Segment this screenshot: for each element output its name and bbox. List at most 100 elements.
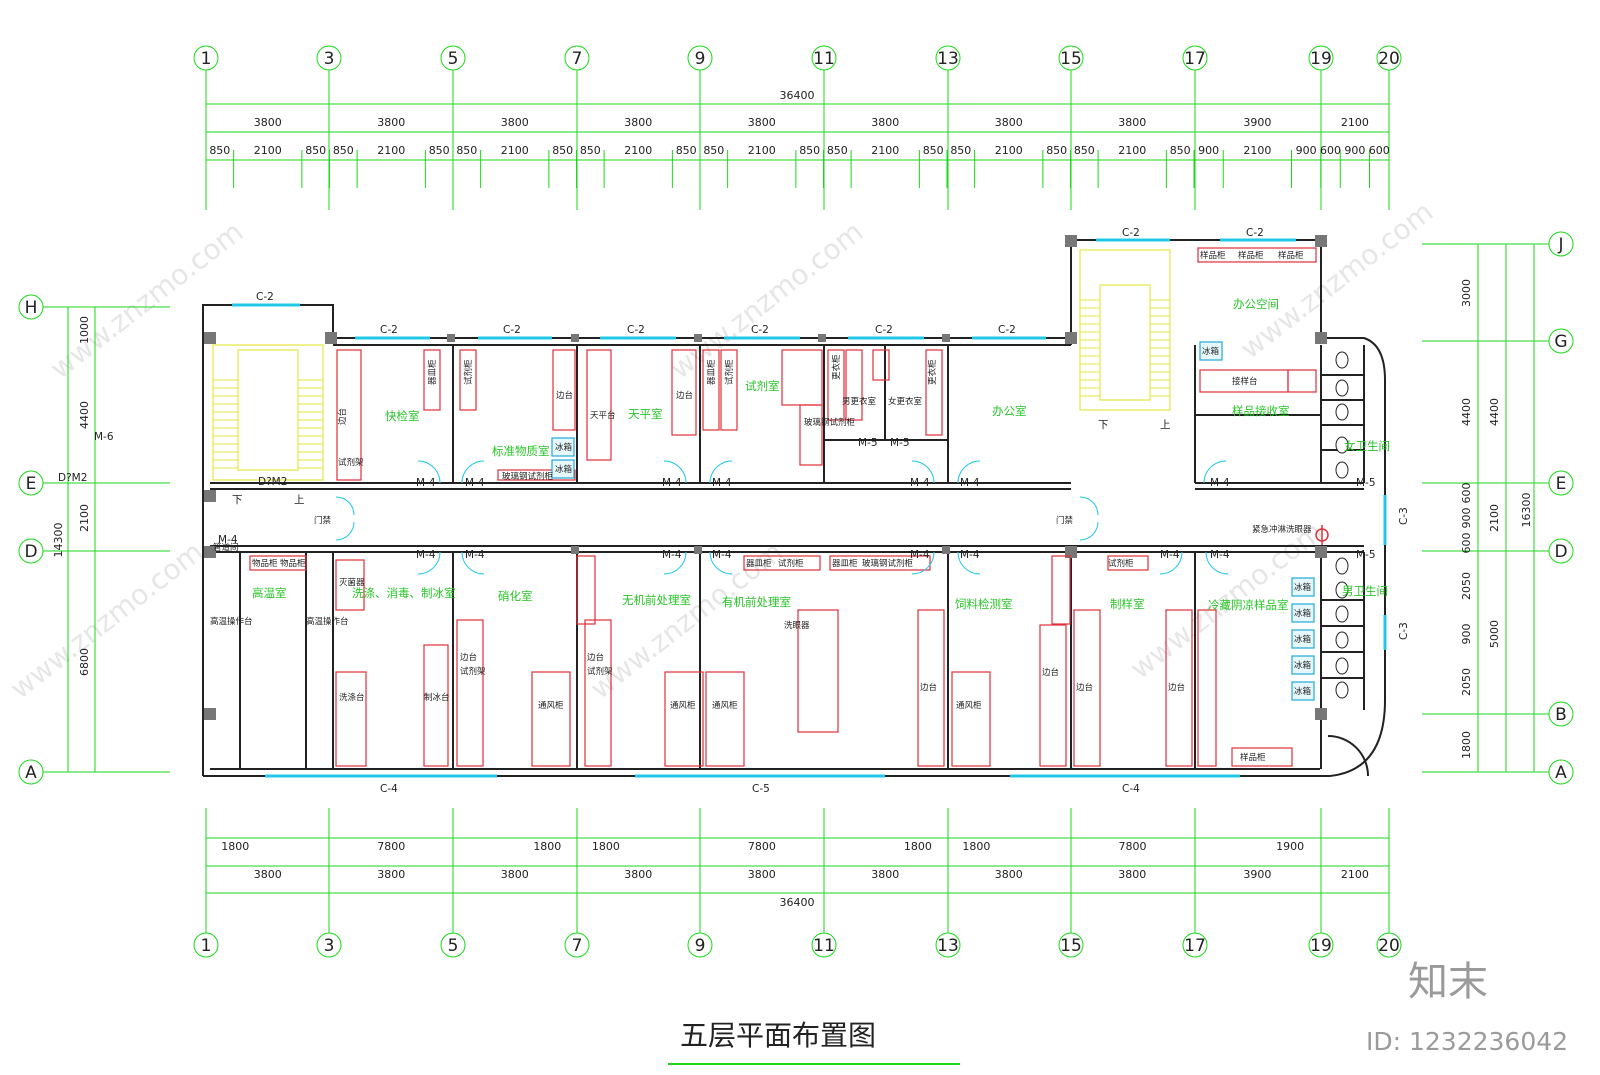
- balance-bench: [586, 349, 612, 461]
- dim-label: 900: [1460, 624, 1473, 645]
- side-bench: [1165, 609, 1193, 767]
- room-sample-prep: 制样室: [1110, 597, 1145, 611]
- toilet: [1335, 657, 1349, 675]
- grid-lines: [43, 70, 1549, 933]
- bay-dim-label: 3800: [254, 868, 282, 881]
- axis-label: A: [25, 763, 37, 783]
- door-tag: M-4: [465, 549, 485, 561]
- column: [942, 546, 950, 554]
- fume-hood: [705, 671, 745, 767]
- dim-label: 2050: [1460, 572, 1473, 600]
- fridge-label: 冰箱: [1294, 634, 1312, 645]
- bay-dim-label: 2100: [1341, 116, 1369, 129]
- glass-reagent-cabinet-label: 玻璃钢试剂柜: [804, 417, 856, 428]
- bay-dim-label: 3800: [871, 868, 899, 881]
- clothes-cabinet: [872, 349, 890, 381]
- sample-cabinet-label: 样品柜: [1240, 752, 1266, 763]
- segment-dim-label: 900: [1344, 144, 1365, 157]
- dim-label: 600: [1460, 483, 1473, 504]
- wc-partitions: [1321, 374, 1364, 451]
- dim-label: 3000: [1460, 279, 1473, 307]
- window-tag: C-2: [1122, 227, 1140, 239]
- bay-dim-label: 3800: [995, 116, 1023, 129]
- goods-cabinet-label: 物品柜: [280, 558, 306, 569]
- segment-dim-label: 850: [429, 144, 450, 157]
- column: [204, 546, 216, 558]
- window-tag: C-3: [1398, 507, 1410, 525]
- segment-dim-label: 2100: [1243, 144, 1271, 157]
- top-axis-bubbles: 1 3 5 7 9 11 13 15 17 19 20: [193, 45, 1402, 71]
- door-tag: M-5: [858, 437, 878, 449]
- side-bench: [671, 349, 697, 436]
- axis-label: H: [25, 298, 38, 318]
- sample-cabinet: [1197, 247, 1317, 263]
- room-high-temp: 高温室: [252, 586, 287, 600]
- door-tag: M-4: [662, 477, 682, 489]
- window-tag: C-3: [1398, 622, 1410, 640]
- side-bench: [917, 609, 945, 767]
- reagent-rack-label: 试剂架: [587, 666, 613, 677]
- room-dim-label: 1800: [962, 840, 990, 853]
- side-bench-label: 边台: [1076, 682, 1093, 693]
- room-dim-label: 1800: [221, 840, 249, 853]
- clothes-cabinet-label: 更衣柜: [927, 359, 938, 385]
- vessel-cabinet-label: 器皿柜: [832, 558, 858, 569]
- vessel-cabinet: [576, 555, 596, 625]
- column: [571, 546, 579, 554]
- receiving-bench-label: 接样台: [1232, 376, 1258, 387]
- vessel-cabinet: [423, 349, 441, 411]
- axis-label: 19: [1310, 936, 1332, 956]
- south-partitions: [239, 552, 1322, 769]
- column: [204, 708, 216, 720]
- segment-dim-label: 850: [209, 144, 230, 157]
- room-male-locker: 男更衣室: [842, 396, 877, 407]
- vessel-cabinet: [1051, 555, 1071, 625]
- door-swing: [1205, 551, 1229, 575]
- bay-dim-label: 3800: [377, 116, 405, 129]
- reagent-cabinet-label: 试剂柜: [463, 359, 474, 385]
- column: [325, 332, 337, 344]
- overall-width-dim: 36400: [780, 896, 815, 909]
- room-cold-storage: 冷藏阴凉样品室: [1208, 598, 1289, 612]
- vessel-cabinet: [743, 555, 821, 571]
- room-digestion: 硝化室: [498, 589, 533, 603]
- gas-door-label: 管道间: [213, 542, 239, 553]
- column: [204, 332, 216, 344]
- sink-label: 洗涤台: [339, 692, 365, 703]
- door-tag: M-6: [94, 431, 114, 443]
- stair-treads: [213, 299, 1170, 469]
- door-swing: [911, 551, 935, 575]
- overall-width-dim: 36400: [780, 89, 815, 102]
- column: [1315, 708, 1327, 720]
- door-tag: M-4: [960, 549, 980, 561]
- axis-bubble: B: [1548, 701, 1574, 727]
- column: [1315, 546, 1327, 558]
- glass-reagent-cabinet-label: 玻璃钢试剂柜: [862, 558, 914, 569]
- side-bench: [584, 619, 612, 767]
- door-tag: D?M2: [58, 472, 87, 484]
- bay-dim-label: 3800: [377, 868, 405, 881]
- sample-cabinet: [1197, 609, 1217, 767]
- axis-label: B: [1555, 705, 1567, 725]
- axis-bubble: A: [1548, 759, 1574, 785]
- axis-bubble: 5: [440, 45, 466, 71]
- watermark-layer: www.znzmo.com www.znzmo.com www.znzmo.co…: [4, 195, 1439, 706]
- side-bench-label: 边台: [1168, 682, 1185, 693]
- bay-dim-label: 3800: [1118, 116, 1146, 129]
- sink: [335, 671, 367, 767]
- axis-label: 7: [572, 49, 583, 69]
- toilet: [1335, 461, 1349, 479]
- side-bench-label: 边台: [676, 390, 693, 401]
- axis-label: 15: [1060, 49, 1082, 69]
- segment-dim-label: 850: [333, 144, 354, 157]
- room-dim-label: 1800: [592, 840, 620, 853]
- vessel-cabinet-label: 器皿柜: [706, 359, 717, 385]
- left-dimensions: 1000 4400 2100 6800 14300: [52, 316, 91, 676]
- axis-label: 20: [1378, 49, 1400, 69]
- segment-dim-label: 2100: [748, 144, 776, 157]
- axis-bubble: 3: [316, 932, 342, 958]
- window-tag: C-2: [503, 324, 521, 336]
- side-bench: [1039, 624, 1067, 767]
- column: [1065, 235, 1077, 247]
